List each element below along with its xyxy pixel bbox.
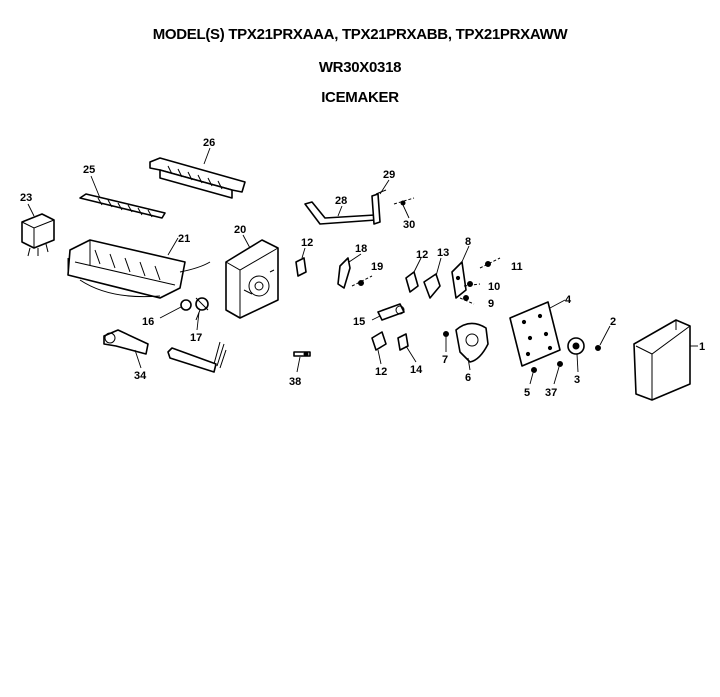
diagram-title-models: MODEL(S) TPX21PRXAAA, TPX21PRXABB, TPX21…: [152, 26, 568, 43]
callout-5: 5: [524, 387, 530, 399]
part-9-screw[interactable]: [459, 295, 475, 305]
callout-6: 6: [465, 372, 471, 384]
part-15-shaft[interactable]: [377, 303, 405, 321]
part-3-gear[interactable]: [567, 337, 585, 355]
callout-29: 29: [383, 169, 395, 181]
callout-7: 7: [442, 354, 448, 366]
part-38-pin[interactable]: [293, 351, 311, 357]
part-18-lever[interactable]: [337, 257, 351, 289]
callout-12-b: 12: [416, 249, 428, 261]
callout-14: 14: [410, 364, 423, 376]
diagram-part-number: WR30X0318: [318, 59, 402, 76]
callout-28: 28: [335, 195, 347, 207]
part-16-nut[interactable]: [180, 299, 192, 311]
callout-2: 2: [610, 316, 616, 328]
part-2-screw[interactable]: [595, 345, 601, 351]
callout-15: 15: [353, 316, 365, 328]
callout-16: 16: [142, 316, 154, 328]
callout-37: 37: [545, 387, 557, 399]
callout-19: 19: [371, 261, 383, 273]
callout-21: 21: [178, 233, 190, 245]
part-14-bearing[interactable]: [397, 333, 409, 351]
callout-25: 25: [83, 164, 95, 176]
part-21-mold[interactable]: [67, 239, 211, 299]
part-29-arm-bracket[interactable]: [371, 189, 387, 225]
part-37-screw[interactable]: [557, 361, 563, 367]
callout-10: 10: [488, 281, 500, 293]
callout-34: 34: [134, 370, 147, 382]
part-23-switch[interactable]: [21, 213, 55, 257]
part-20-housing[interactable]: [225, 239, 279, 319]
diagram-assembly-name: ICEMAKER: [321, 89, 399, 106]
part-30-screw[interactable]: [393, 197, 415, 206]
part-12-clip-a[interactable]: [295, 257, 307, 277]
callout-3: 3: [574, 374, 580, 386]
callout-12-a: 12: [301, 237, 313, 249]
callout-11: 11: [511, 261, 523, 273]
callout-20: 20: [234, 224, 246, 236]
part-25-ejector[interactable]: [79, 193, 166, 219]
part-7-screw[interactable]: [443, 331, 449, 337]
part-10-screw[interactable]: [463, 281, 481, 287]
callout-38: 38: [289, 376, 301, 388]
callout-30: 30: [403, 219, 415, 231]
part-11-screw[interactable]: [479, 257, 501, 269]
callout-8: 8: [465, 236, 471, 248]
callout-13: 13: [437, 247, 449, 259]
callout-4: 4: [565, 294, 572, 306]
part-8-bracket[interactable]: [451, 261, 467, 299]
callout-18: 18: [355, 243, 367, 255]
part-4-mounting-plate[interactable]: [509, 301, 561, 367]
part-5-screw[interactable]: [531, 367, 537, 373]
part-26-cover[interactable]: [149, 157, 246, 199]
part-12-clip-c[interactable]: [371, 331, 387, 351]
callout-12-c: 12: [375, 366, 387, 378]
part-34-fill-cup[interactable]: [103, 329, 149, 355]
callout-1: 1: [699, 341, 705, 353]
part-17-thermostat[interactable]: [195, 297, 209, 321]
part-19-screw[interactable]: [351, 275, 373, 287]
part-1-cover[interactable]: [633, 319, 691, 401]
callout-17: 17: [190, 332, 202, 344]
callout-23: 23: [20, 192, 32, 204]
part-13-contact[interactable]: [423, 273, 441, 299]
part-wire-harness[interactable]: [167, 341, 227, 373]
part-12-clip-b[interactable]: [405, 271, 419, 293]
callout-26: 26: [203, 137, 215, 149]
callout-9: 9: [488, 298, 494, 310]
part-6-motor[interactable]: [455, 322, 489, 363]
